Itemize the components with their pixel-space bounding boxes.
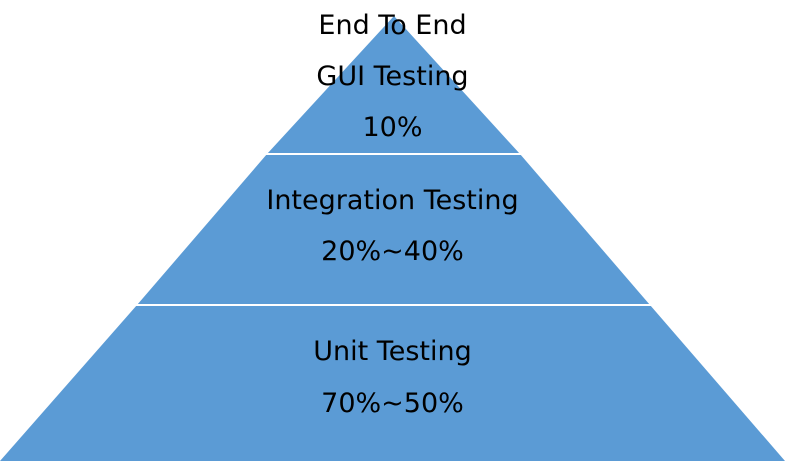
tier-top-line-2: GUI Testing — [316, 61, 469, 92]
pyramid-tier-middle — [137, 154, 650, 305]
tier-top-percentage: 10% — [362, 112, 423, 143]
tier-top-line-1: End To End — [318, 10, 467, 41]
pyramid-tier-top — [267, 16, 520, 154]
tier-middle-title: Integration Testing — [266, 185, 519, 216]
pyramid-tier-bottom — [0, 305, 785, 461]
tier-bottom-title: Unit Testing — [313, 336, 472, 367]
tier-middle-percentage: 20%~40% — [321, 236, 464, 267]
tier-bottom-percentage: 70%~50% — [321, 388, 464, 419]
